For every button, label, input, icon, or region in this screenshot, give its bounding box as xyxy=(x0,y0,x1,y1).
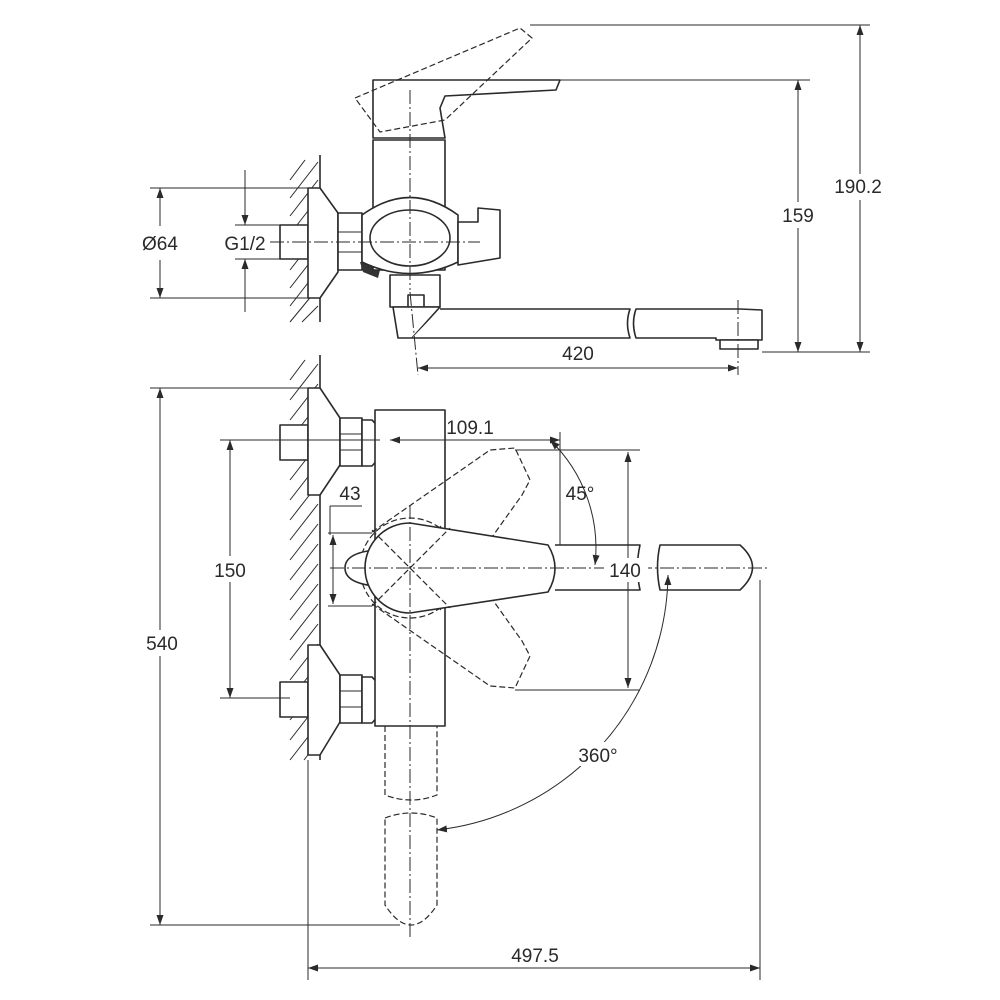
dim-label-inlet-spacing: 150 xyxy=(214,561,246,582)
upper-inlet xyxy=(279,387,385,496)
dim-label-total-height: 190.2 xyxy=(834,177,882,198)
spout-pipe xyxy=(412,308,631,339)
top-view: 109.1 45° 43 150 140 540 360° xyxy=(138,355,770,980)
dim-label-height-to-spout: 159 xyxy=(782,206,814,227)
aerator xyxy=(719,339,759,350)
dim-label-spout-reach: 420 xyxy=(562,344,594,365)
spout-rotated-2 xyxy=(384,812,438,926)
dim-total-width: 497.5 xyxy=(307,580,761,980)
dim-label-lever-swing: 140 xyxy=(609,561,641,582)
dim-label-flange-diameter: Ø64 xyxy=(142,234,178,255)
dim-label-total-width: 497.5 xyxy=(511,946,559,967)
dim-spout-reach: 420 xyxy=(418,344,738,372)
dim-label-spout-rotation: 360° xyxy=(578,746,617,767)
dim-label-lever-offset: 109.1 xyxy=(446,418,494,439)
dim-flange-diameter: Ø64 xyxy=(142,187,308,299)
spout-rotated-1 xyxy=(384,726,438,801)
diverter-knob xyxy=(457,207,501,266)
wall-flange xyxy=(307,187,339,299)
dim-spout-rotation: 360° xyxy=(436,574,672,833)
dim-inlet-spacing: 150 xyxy=(208,440,290,699)
lever-cap xyxy=(372,79,561,139)
dim-thread: G1/2 xyxy=(224,170,280,312)
dim-lever-width: 43 xyxy=(328,484,372,607)
dim-label-thread: G1/2 xyxy=(224,234,265,255)
side-view: Ø64 G1/2 159 190.2 420 xyxy=(142,24,888,376)
dim-label-total-length: 540 xyxy=(146,634,178,655)
dim-total-length: 540 xyxy=(138,387,400,926)
lower-inlet xyxy=(279,644,385,756)
lever-handle xyxy=(364,522,556,614)
dim-lever-angle: 45° xyxy=(549,439,600,566)
dim-label-lever-width: 43 xyxy=(339,484,360,505)
lever-upper-dashed xyxy=(371,447,531,611)
dim-height-to-spout: 159 xyxy=(560,79,870,353)
dim-label-lever-angle: 45° xyxy=(566,484,595,505)
lever-raised-dashed xyxy=(354,27,533,133)
dim-total-height: 190.2 xyxy=(530,24,888,352)
spout-pipe-end xyxy=(632,308,763,341)
